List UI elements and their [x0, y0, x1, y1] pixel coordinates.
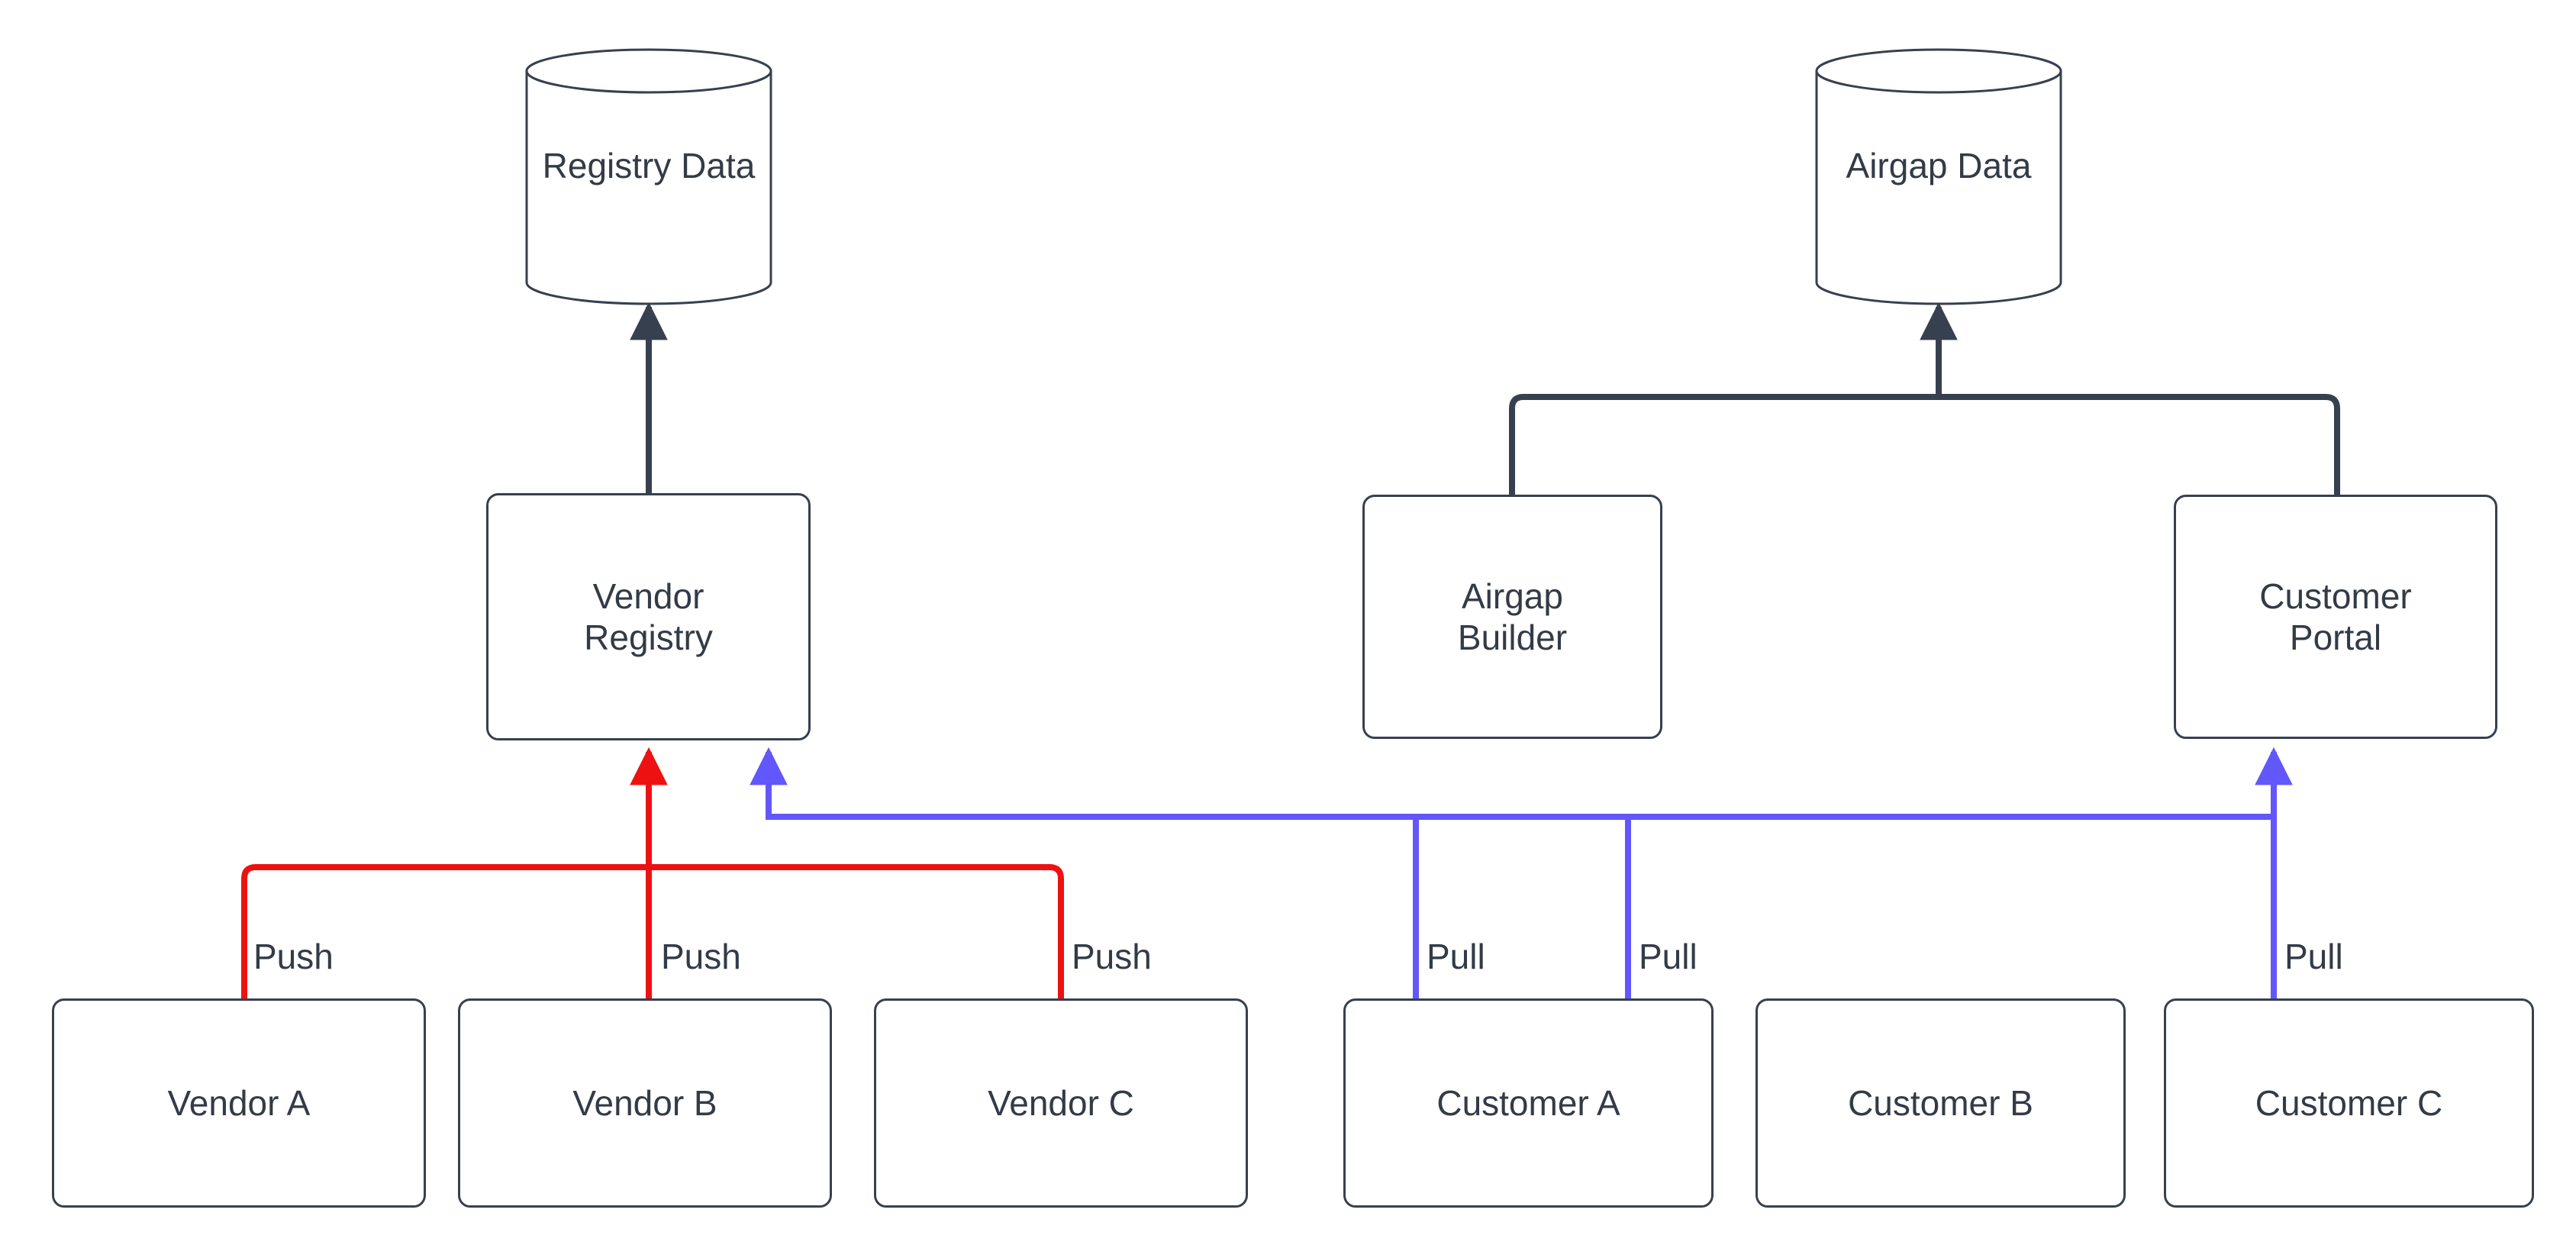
edge-label-vendor-b-push: Push [661, 937, 741, 976]
edge-label-customer-b-pull: Pull [1639, 937, 1697, 976]
vendor-b-node[interactable]: Vendor B [458, 998, 832, 1208]
airgap-data-label-line2: Data [1957, 146, 2032, 185]
customer-portal-node[interactable]: Customer Portal [2174, 495, 2497, 739]
customer-portal-label-line2: Portal [2289, 618, 2382, 657]
edge-customer-portal-to-airgap-data [1939, 394, 2340, 495]
registry-data-label-line1: Registry [542, 146, 672, 185]
edge-label-customer-a-pull: Pull [1427, 937, 1485, 976]
airgap-data-datastore[interactable]: Airgap Data [1817, 50, 2061, 304]
vendor-c-label: Vendor C [988, 1082, 1134, 1123]
registry-data-datastore[interactable]: Registry Data [527, 50, 771, 304]
customer-a-label: Customer A [1436, 1082, 1620, 1123]
vendor-a-node[interactable]: Vendor A [52, 998, 426, 1208]
edge-label-vendor-c-push: Push [1072, 937, 1152, 976]
customer-b-label: Customer B [1848, 1082, 2033, 1123]
vendor-a-label: Vendor A [167, 1082, 311, 1123]
customer-portal-label-line1: Customer [2259, 576, 2412, 616]
vendor-registry-label-line2: Registry [584, 618, 713, 657]
edge-airgap-builder-to-airgap-data [1509, 394, 1939, 495]
edge-label-customer-c-pull: Pull [2284, 937, 2343, 976]
customer-a-node[interactable]: Customer A [1343, 998, 1714, 1208]
edge-label-vendor-a-push: Push [253, 937, 334, 976]
vendor-b-label: Vendor B [572, 1082, 717, 1123]
airgap-builder-label-line2: Builder [1457, 618, 1568, 657]
edge-vendor-a-push [241, 864, 649, 998]
customer-b-node[interactable]: Customer B [1755, 998, 2126, 1208]
vendor-registry-node[interactable]: Vendor Registry [486, 493, 811, 740]
vendor-c-node[interactable]: Vendor C [874, 998, 1248, 1208]
vendor-registry-label-line1: Vendor [592, 576, 704, 616]
customer-c-label: Customer C [2255, 1082, 2443, 1123]
airgap-data-label-line1: Airgap [1846, 146, 1948, 185]
airgap-builder-label-line1: Airgap [1462, 576, 1563, 616]
edge-pull-bus-to-vendor-registry [750, 747, 788, 820]
registry-data-label-line2: Data [681, 146, 756, 185]
airgap-builder-node[interactable]: Airgap Builder [1362, 495, 1662, 739]
customer-c-node[interactable]: Customer C [2164, 998, 2534, 1208]
edge-vendor-c-push [649, 864, 1064, 998]
